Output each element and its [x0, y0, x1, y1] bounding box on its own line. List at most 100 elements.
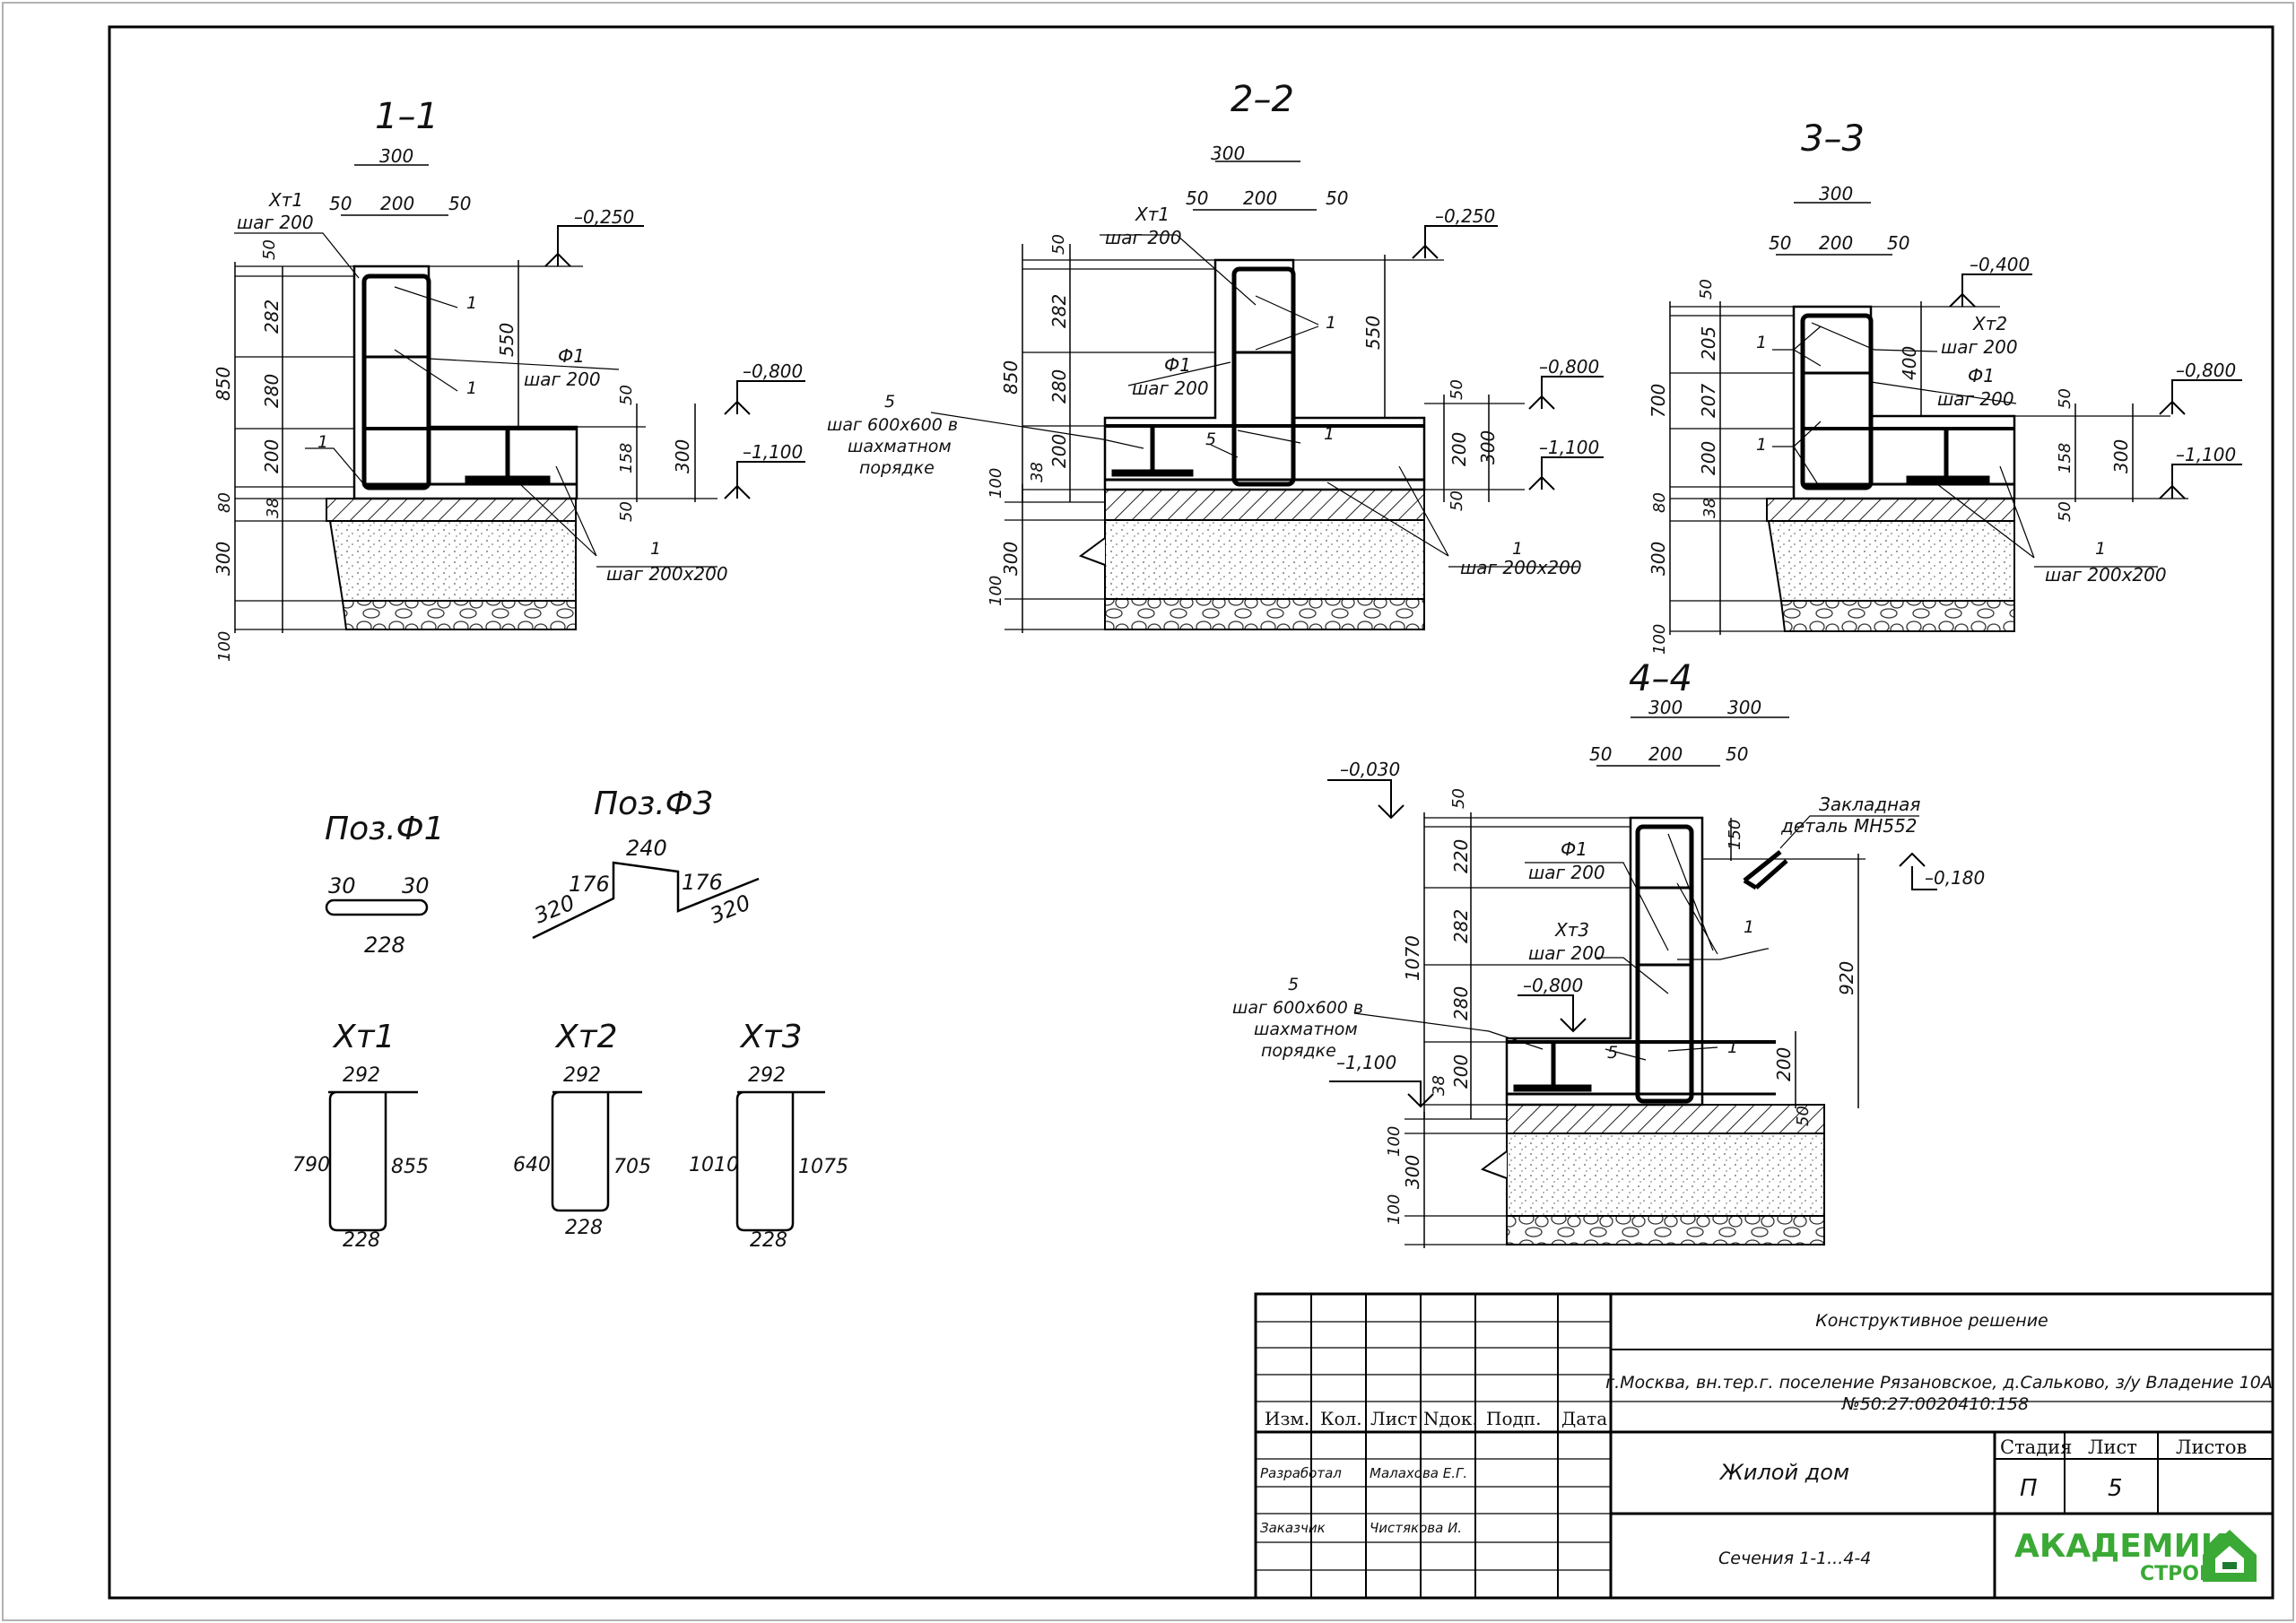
- svg-text:228: 228: [565, 1217, 603, 1239]
- svg-text:38: 38: [264, 498, 283, 518]
- svg-text:292: 292: [563, 1064, 601, 1087]
- level-label: –1,100: [743, 441, 803, 463]
- svg-text:5: 5: [1205, 430, 1216, 449]
- object-name: Жилой дом: [1718, 1460, 1849, 1485]
- svg-text:200: 200: [1648, 743, 1683, 765]
- svg-text:шахматном: шахматном: [1254, 1020, 1358, 1039]
- svg-text:50: 50: [329, 193, 352, 214]
- svg-text:порядке: порядке: [859, 458, 935, 478]
- concrete-prep-layer: [1104, 489, 1425, 521]
- svg-text:шаг 200: шаг 200: [1105, 227, 1182, 248]
- section-4-4: 4–4: [1327, 658, 1937, 1248]
- svg-text:200: 200: [1448, 432, 1470, 466]
- svg-text:50: 50: [1049, 234, 1068, 255]
- svg-text:1: 1: [1324, 424, 1335, 444]
- svg-text:1: 1: [317, 432, 328, 452]
- svg-text:1: 1: [1326, 313, 1336, 333]
- level-marker: [2159, 464, 2242, 499]
- gravel-layer: [1506, 1215, 1825, 1245]
- role-developer: Разработал: [1260, 1465, 1342, 1481]
- svg-text:920: 920: [1836, 961, 1857, 995]
- svg-text:50: 50: [1794, 1106, 1813, 1126]
- level-label: –1,100: [1336, 1052, 1396, 1073]
- concrete-prep-layer: [1766, 498, 2015, 522]
- stirrup-shape: [328, 1090, 418, 1232]
- svg-text:200: 200: [1450, 1055, 1472, 1089]
- svg-text:200: 200: [1819, 232, 1853, 254]
- detail-title: Хт3: [739, 1019, 803, 1055]
- concrete-prep-layer: [1506, 1104, 1825, 1134]
- detail-f3: Поз.Ф3 240 176 320 176 320: [531, 785, 760, 940]
- level-label: –1,100: [2176, 444, 2236, 465]
- svg-text:300: 300: [1402, 1155, 1423, 1189]
- svg-text:790: 790: [292, 1154, 330, 1176]
- svg-text:705: 705: [613, 1156, 651, 1178]
- svg-text:158: 158: [2056, 443, 2074, 473]
- level-marker: [544, 225, 644, 267]
- svg-text:100: 100: [1650, 624, 1669, 655]
- sand-layer: [1104, 519, 1425, 600]
- stage-value: П: [2020, 1475, 2038, 1502]
- title-block: [1254, 1292, 2274, 1600]
- svg-text:50: 50: [1726, 743, 1748, 765]
- svg-text:80: 80: [1650, 492, 1669, 513]
- logo-main-text: АКАДЕМИК: [2014, 1528, 2227, 1565]
- detail-xt2: Хт2 292 640 705 228: [513, 1019, 651, 1239]
- svg-text:550: 550: [496, 323, 517, 357]
- gravel-layer: [341, 600, 577, 630]
- svg-text:шахматном: шахматном: [848, 437, 952, 456]
- svg-text:1075: 1075: [798, 1156, 848, 1178]
- level-label: –1,100: [1539, 437, 1599, 458]
- level-label: –0,800: [1523, 975, 1583, 996]
- inner-frame: [108, 25, 2274, 1600]
- svg-text:Ф1: Ф1: [558, 345, 585, 367]
- svg-text:30: 30: [328, 873, 356, 898]
- section-3-3-texts: 300 50 200 50 700 50 205 207 200 80 38 3…: [1648, 183, 2236, 655]
- svg-text:шаг 600х600 в: шаг 600х600 в: [1232, 998, 1363, 1018]
- svg-text:5: 5: [1288, 975, 1299, 994]
- svg-text:280: 280: [261, 374, 283, 408]
- svg-text:50: 50: [1449, 788, 1468, 809]
- svg-text:158: 158: [617, 443, 636, 473]
- level-marker: [1528, 456, 1604, 490]
- level-marker: [1899, 852, 1937, 890]
- section-title: 1–1: [375, 96, 439, 137]
- header-izm: Изм.: [1265, 1408, 1309, 1429]
- level-marker: [1518, 994, 1587, 1033]
- svg-text:300: 300: [1477, 430, 1499, 464]
- svg-text:50: 50: [2056, 501, 2074, 522]
- svg-text:шаг 200: шаг 200: [1132, 378, 1209, 399]
- svg-text:550: 550: [1362, 316, 1384, 350]
- svg-text:200: 200: [1243, 187, 1277, 209]
- detail-title: Хт1: [332, 1019, 396, 1055]
- sheets-label: Листов: [2176, 1436, 2247, 1458]
- sheet-number: 5: [2108, 1475, 2123, 1502]
- svg-text:200: 200: [1048, 434, 1070, 468]
- svg-text:320: 320: [531, 890, 578, 928]
- svg-text:38: 38: [1430, 1075, 1448, 1096]
- level-marker: [1949, 273, 2032, 308]
- svg-text:Ф1: Ф1: [1968, 365, 1995, 386]
- svg-text:300: 300: [1727, 697, 1761, 718]
- section-1-1: 1–1: [234, 96, 805, 633]
- svg-text:Ф1: Ф1: [1561, 838, 1587, 860]
- svg-text:100: 100: [215, 631, 234, 662]
- svg-text:1: 1: [466, 293, 477, 313]
- svg-text:деталь МН552: деталь МН552: [1780, 815, 1917, 837]
- detail-title: Хт2: [554, 1019, 618, 1055]
- detail-title: Поз.Ф1: [325, 811, 445, 847]
- project-title: Конструктивное решение: [1815, 1311, 2048, 1331]
- svg-text:1: 1: [1512, 539, 1523, 559]
- level-label: –0,180: [1925, 867, 1985, 889]
- svg-text:5: 5: [1607, 1043, 1618, 1063]
- level-marker: [1528, 376, 1604, 410]
- level-marker: [1327, 779, 1405, 820]
- svg-text:100: 100: [987, 468, 1005, 499]
- svg-text:Закладная: Закладная: [1819, 794, 1920, 815]
- svg-text:Хт3: Хт3: [1554, 919, 1589, 941]
- svg-text:300: 300: [1211, 143, 1245, 164]
- detail-xt1: Хт1 292 790 855 228: [292, 1019, 429, 1252]
- stage-label: Стадия: [2000, 1436, 2072, 1458]
- svg-text:шаг 200х200: шаг 200х200: [2045, 564, 2167, 586]
- developer-name: Малахова Е.Г.: [1370, 1465, 1467, 1481]
